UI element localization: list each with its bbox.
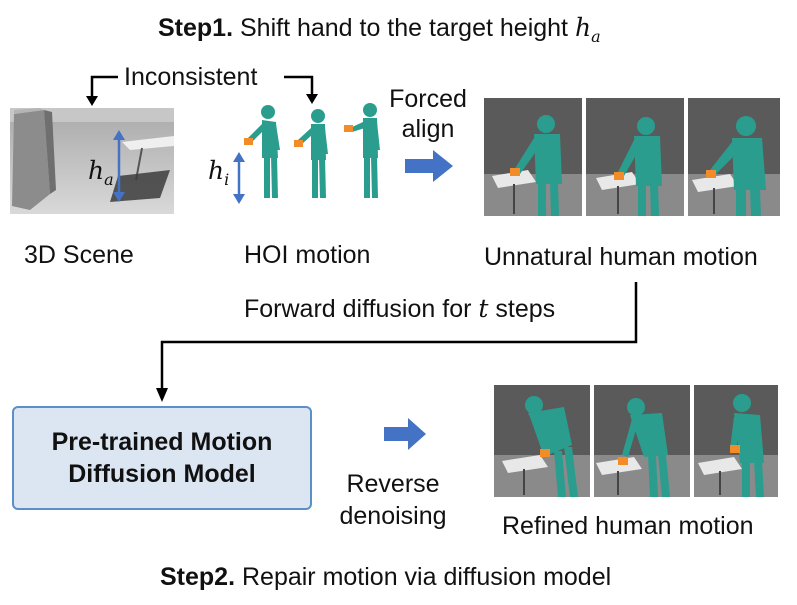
scene-height-label: ha — [88, 156, 114, 189]
refined-frame-3 — [694, 385, 778, 497]
step1-var: ha — [574, 13, 601, 46]
step1-title: Step1. Shift hand to the target height h… — [158, 15, 601, 45]
hand-marker — [244, 138, 253, 145]
step2-title: Step2. Repair motion via diffusion model — [160, 565, 611, 590]
reverse-denoising-arrow — [384, 418, 426, 450]
unnatural-frame-2 — [586, 98, 684, 216]
forced-align-label: Forced align — [389, 85, 467, 143]
hoi-height-arrow — [233, 152, 245, 204]
scene-render — [10, 108, 174, 214]
step2-text: Repair motion via diffusion model — [241, 563, 612, 591]
refined-caption: Refined human motion — [502, 512, 754, 540]
forced-align-arrow — [405, 150, 453, 182]
step1-label: Step1. — [158, 14, 234, 42]
reverse-denoising-label: Reverse denoising — [339, 470, 447, 530]
forward-diffusion-connector — [156, 282, 638, 402]
hoi-height-label: hi — [208, 156, 230, 189]
scene-caption: 3D Scene — [24, 241, 134, 269]
step1-text: Shift hand to the target height — [239, 14, 568, 42]
inconsistent-label: Inconsistent — [124, 63, 258, 91]
pretrained-model-box: Pre-trained Motion Diffusion Model — [12, 406, 312, 510]
hoi-figure-2 — [298, 109, 328, 198]
inconsistent-bracket — [86, 75, 318, 106]
hoi-figures — [244, 103, 380, 198]
step2-label: Step2. — [160, 563, 236, 591]
hoi-figure-3 — [350, 103, 380, 198]
hoi-caption: HOI motion — [244, 241, 371, 269]
hoi-figure-1 — [248, 105, 280, 198]
forward-diffusion-label: Forward diffusion for t steps — [244, 294, 556, 323]
refined-frame-2 — [594, 385, 690, 497]
model-line-1: Pre-trained Motion — [51, 428, 273, 456]
refined-frame-1 — [494, 385, 590, 497]
unnatural-frame-1 — [484, 98, 582, 216]
model-line-2: Diffusion Model — [68, 460, 256, 488]
unnatural-caption: Unnatural human motion — [484, 243, 758, 271]
unnatural-frame-3 — [688, 98, 780, 216]
scene-height-arrow — [113, 130, 125, 202]
